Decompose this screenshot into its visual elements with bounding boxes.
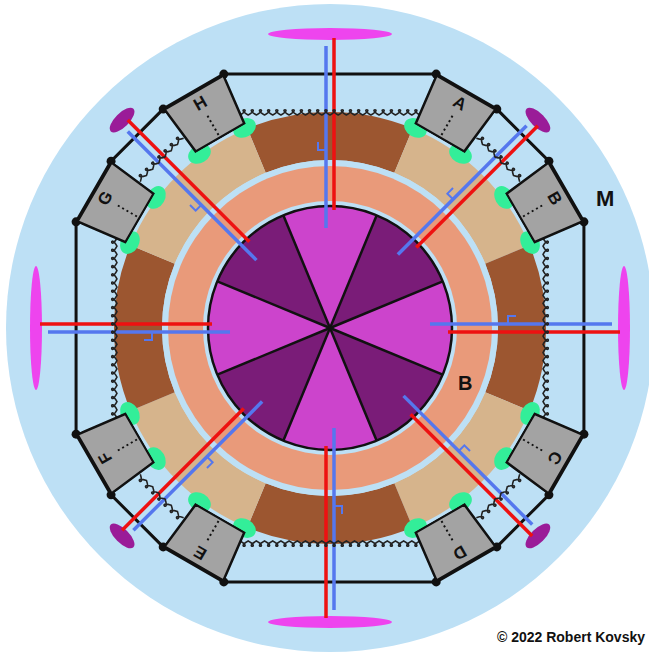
- rotor-sector: [217, 215, 330, 328]
- coil-spring: [476, 474, 520, 518]
- coil-spring: [139, 137, 183, 181]
- part-letter: M: [596, 186, 614, 212]
- dotted-stem: [441, 116, 453, 137]
- lens: [268, 616, 392, 628]
- lens: [268, 28, 392, 40]
- red-rod: [448, 330, 620, 334]
- blue-rod: [324, 46, 328, 228]
- rod-hook: [508, 316, 516, 324]
- rod-hook: [144, 332, 152, 340]
- coil-spring: [543, 238, 548, 418]
- blue-rod: [332, 428, 336, 610]
- air-gap: [162, 160, 498, 496]
- box-outline: [165, 502, 250, 581]
- rod-hook: [447, 188, 453, 199]
- rotor-divider: [283, 215, 330, 328]
- dotted-stem: [208, 519, 220, 540]
- red-rod: [332, 38, 336, 210]
- rod-hook: [459, 445, 470, 451]
- box-outline: [504, 163, 583, 248]
- box-outline: [411, 502, 496, 581]
- box-outline: [504, 409, 583, 494]
- dotted-stem: [208, 116, 220, 137]
- lens: [522, 520, 555, 553]
- outer-disk: [6, 4, 649, 652]
- rotor-divider: [330, 281, 443, 328]
- lens: [522, 104, 555, 137]
- coil-spring: [112, 238, 117, 418]
- part-letter: B: [458, 372, 472, 395]
- dotted-stem: [441, 519, 453, 540]
- salmon-ring: [168, 166, 492, 490]
- coil-spring: [240, 541, 420, 546]
- lens: [618, 266, 630, 390]
- lens: [106, 104, 139, 137]
- blue-rod: [48, 330, 230, 334]
- rotor-divider: [217, 328, 330, 375]
- rotor-outline: [208, 206, 452, 450]
- rod-hook: [334, 506, 342, 514]
- dotted-stem: [118, 439, 139, 451]
- box-outline: [165, 75, 250, 154]
- box-outline: [77, 409, 156, 494]
- inner-gap: [203, 201, 457, 455]
- rod-hook: [207, 457, 213, 468]
- red-rod: [324, 446, 328, 618]
- blue-rod: [430, 322, 612, 326]
- rod-hook: [318, 142, 326, 150]
- box-outline: [77, 163, 156, 248]
- copyright-note: © 2022 Robert Kovsky: [497, 629, 645, 645]
- dotted-stem: [521, 206, 542, 218]
- coil-spring: [240, 110, 420, 115]
- coil-spring: [139, 474, 183, 518]
- lens: [106, 520, 139, 553]
- lens: [30, 266, 42, 390]
- box-outline: [411, 75, 496, 154]
- rod-hook: [190, 205, 201, 211]
- dotted-stem: [118, 206, 139, 218]
- coil-spring: [476, 137, 520, 181]
- housing-outline: [76, 74, 584, 582]
- red-rod: [40, 322, 212, 326]
- rotor-divider: [330, 328, 377, 441]
- dotted-stem: [521, 439, 542, 451]
